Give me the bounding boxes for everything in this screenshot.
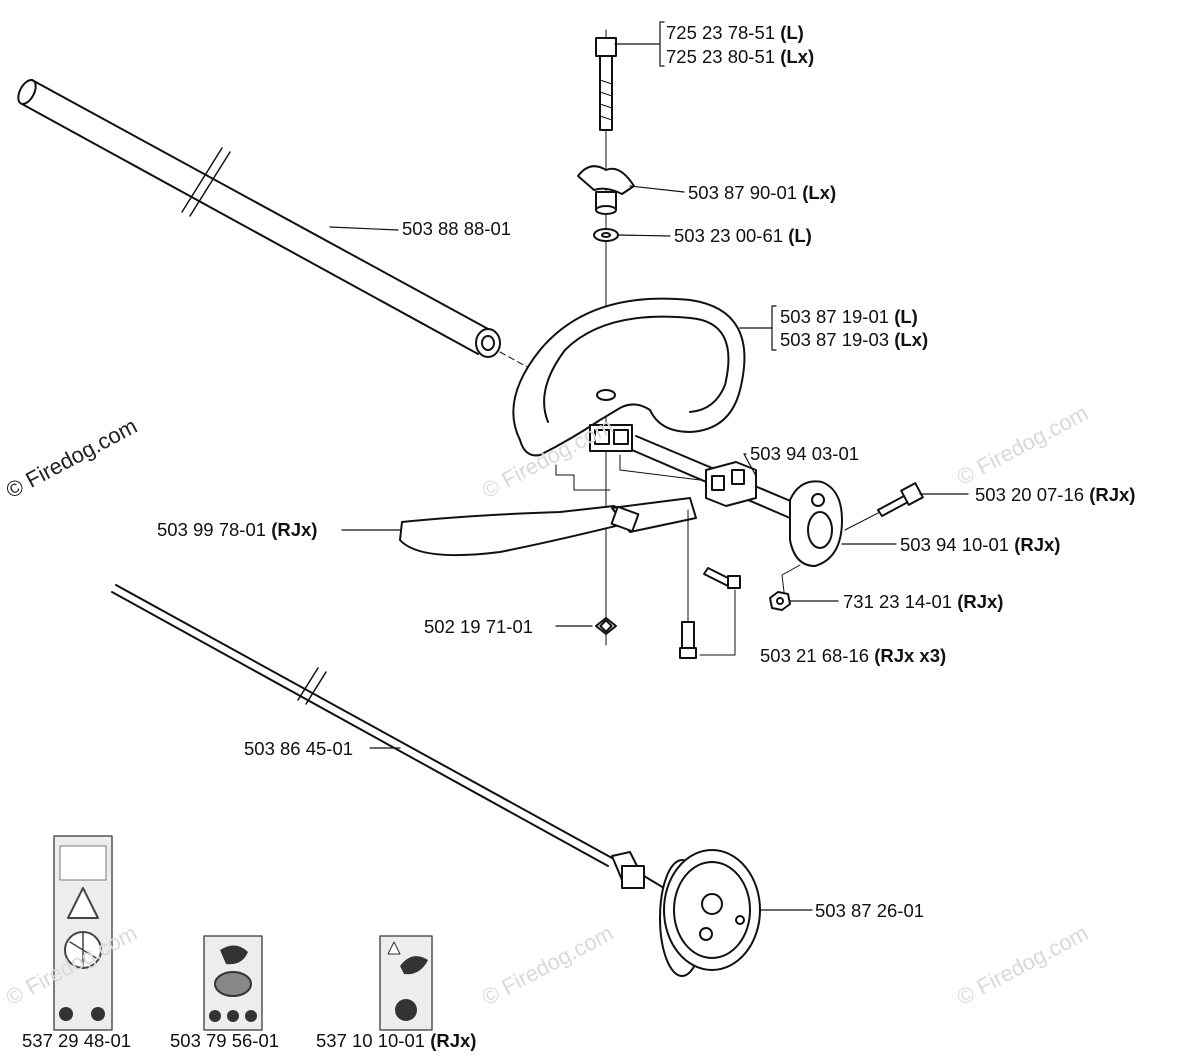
part-label: 503 99 78-01 (RJx) [157,519,317,541]
part-number: 503 99 78-01 [157,519,267,540]
part-label: 725 23 80-51 (Lx) [666,46,814,68]
part-label: 503 94 10-01 (RJx) [900,534,1060,556]
part-number: 503 79 56-01 [170,1030,280,1051]
part-suffix: (RJx) [271,519,318,540]
part-suffix: (RJx) [430,1030,477,1051]
part-label: 503 23 00-61 (L) [674,225,812,247]
part-number: 537 29 48-01 [22,1030,132,1051]
part-suffix: (RJx) [957,591,1004,612]
leader-lines [329,21,969,911]
part-number: 503 87 19-03 [780,329,890,350]
part-suffix: (Lx) [780,46,815,67]
part-suffix: (RJx x3) [874,645,947,666]
part-label: 503 87 19-01 (L) [780,306,918,328]
washer-drawing [593,228,619,242]
part-label: 503 20 07-16 (RJx) [975,484,1135,506]
part-label: 731 23 14-01 (RJx) [843,591,1003,613]
part-label: 537 29 48-01 [22,1030,131,1052]
decal-2-drawing [203,935,263,1031]
screw-b-drawing [679,509,741,659]
part-number: 503 87 90-01 [688,182,798,203]
drive-shaft-drawing [111,584,665,889]
screw-a-drawing [844,482,924,531]
guard-bar-drawing [399,454,701,557]
loop-handle-drawing [512,297,746,457]
part-suffix: (RJx) [1014,534,1061,555]
part-number: 503 20 07-16 [975,484,1085,505]
clamp-block-drawing [705,461,757,507]
decal-3-drawing [379,935,433,1031]
part-number: 503 23 00-61 [674,225,784,246]
clutch-drum-drawing [659,849,761,977]
part-number: 503 94 10-01 [900,534,1010,555]
part-suffix: (Lx) [894,329,929,350]
part-label: 503 87 19-03 (Lx) [780,329,928,351]
part-label: 537 10 10-01 (RJx) [316,1030,476,1052]
part-suffix: (L) [780,22,804,43]
part-label: 503 21 68-16 (RJx x3) [760,645,946,667]
wing-knob-drawing [577,165,635,215]
square-nut-drawing [595,617,617,635]
part-suffix: (Lx) [802,182,837,203]
part-number: 725 23 80-51 [666,46,776,67]
part-number: 503 87 26-01 [815,900,925,921]
part-suffix: (L) [788,225,812,246]
part-number: 731 23 14-01 [843,591,953,612]
part-number: 725 23 78-51 [666,22,776,43]
part-number: 503 21 68-16 [760,645,870,666]
part-label: 502 19 71-01 [424,616,533,638]
part-suffix: (RJx) [1089,484,1136,505]
part-label: 503 88 88-01 [402,218,511,240]
part-suffix: (L) [894,306,918,327]
part-label: 503 79 56-01 [170,1030,279,1052]
part-number: 503 87 19-01 [780,306,890,327]
part-label: 503 94 03-01 [750,443,859,465]
part-label: 503 87 26-01 [815,900,924,922]
part-number: 503 88 88-01 [402,218,512,239]
decal-1-drawing [53,835,113,1031]
part-number: 503 86 45-01 [244,738,354,759]
part-number: 537 10 10-01 [316,1030,426,1051]
part-label: 503 87 90-01 (Lx) [688,182,836,204]
nut-drawing [769,564,801,611]
part-label: 503 86 45-01 [244,738,353,760]
part-number: 502 19 71-01 [424,616,534,637]
clamp-housing-drawing [789,480,843,567]
part-number: 503 94 03-01 [750,443,860,464]
part-label: 725 23 78-51 (L) [666,22,804,44]
